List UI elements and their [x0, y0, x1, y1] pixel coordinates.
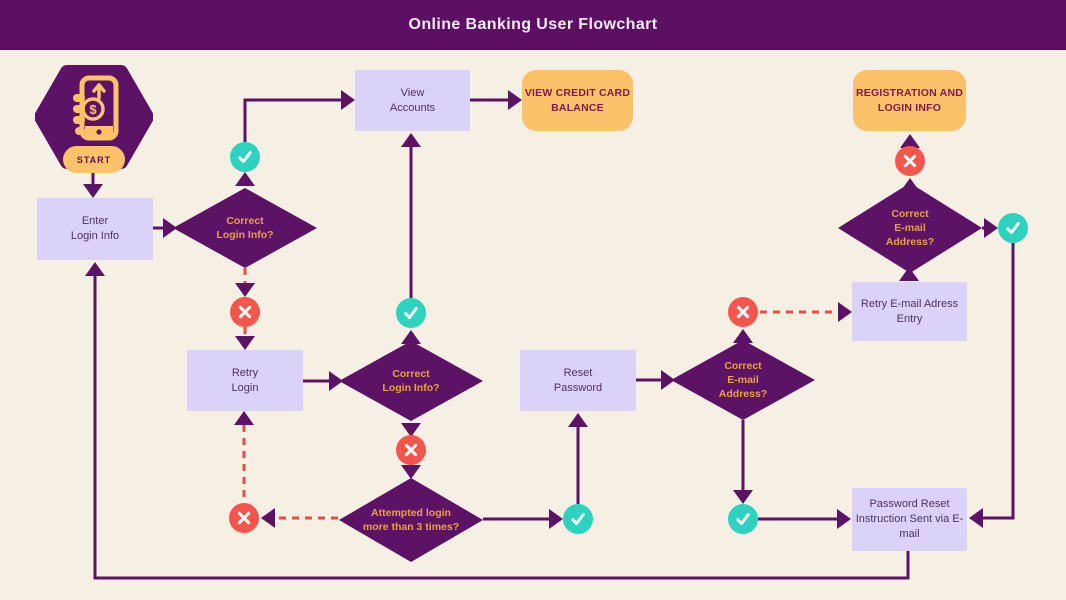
start-label: START	[76, 154, 112, 165]
node-label: Correct E-mail Address?	[885, 207, 935, 249]
svg-text:$: $	[89, 102, 97, 117]
connector-feedback-loop	[93, 274, 910, 580]
start-badge: START	[63, 146, 125, 173]
cross-icon	[903, 154, 917, 168]
arrowhead-into-enter-login-bottom	[85, 262, 105, 276]
yes-marker-decision2	[396, 298, 426, 328]
check-icon	[238, 151, 252, 163]
arrowhead-into-view-accounts-bottom	[401, 133, 421, 147]
node-registration-and-login-info: REGISTRATION AND LOGIN INFO	[853, 70, 966, 131]
arrowhead-into-cross3	[261, 508, 275, 528]
yes-marker-decision5	[998, 213, 1028, 243]
arrowhead-into-check5	[984, 218, 998, 238]
node-label: Retry Login	[231, 366, 259, 394]
arrowhead-into-check3	[549, 509, 563, 529]
arrowhead-into-decision3-top	[401, 465, 421, 479]
node-view-accounts: View Accounts	[355, 70, 470, 131]
node-label: View Accounts	[389, 86, 436, 114]
arrowhead-into-retry-login-top	[235, 336, 255, 350]
node-label: Attempted login more than 3 times?	[362, 506, 460, 533]
header-bar: Online Banking User Flowchart	[0, 0, 1066, 50]
decision-attempted-login-3-times: Attempted login more than 3 times?	[339, 478, 483, 562]
node-label: Password Reset Instruction Sent via E- m…	[855, 498, 964, 540]
check-icon	[571, 513, 585, 525]
node-enter-login-info: Enter Login Info	[37, 198, 153, 260]
arrowhead-into-cross1	[235, 283, 255, 297]
arrowhead-into-password-sent-left	[837, 509, 851, 529]
node-label: Correct Login Info?	[216, 214, 274, 241]
decision-correct-email-address-2: Correct E-mail Address?	[838, 183, 982, 273]
node-retry-login: Retry Login	[187, 350, 303, 411]
node-retry-email-address-entry: Retry E-mail Adress Entry	[852, 282, 967, 341]
arrowhead-into-check4	[733, 490, 753, 504]
yes-marker-decision4	[728, 504, 758, 534]
decision-correct-login-info-1: Correct Login Info?	[173, 188, 317, 268]
node-label: REGISTRATION AND LOGIN INFO	[855, 87, 964, 114]
check-icon	[1006, 222, 1020, 234]
node-view-credit-card-balance: VIEW CREDIT CARD BALANCE	[522, 70, 633, 131]
cross-icon	[238, 305, 252, 319]
arrowhead-into-password-sent-right	[969, 508, 983, 528]
cross-icon	[404, 443, 418, 457]
cross-icon	[736, 305, 750, 319]
node-reset-password: Reset Password	[520, 350, 636, 411]
connector-check1-to-view-accounts	[243, 98, 342, 142]
arrowhead-into-credit-card	[508, 90, 522, 110]
node-label: Correct E-mail Address?	[718, 359, 768, 401]
arrowhead-into-reset-password-bottom	[568, 413, 588, 427]
node-password-reset-instruction-sent: Password Reset Instruction Sent via E- m…	[852, 488, 967, 551]
arrowhead-into-retry-login-bottom	[234, 411, 254, 425]
arrowhead-decision1-yes-up	[235, 172, 255, 186]
connector-check5-to-password-sent	[982, 243, 1015, 520]
no-marker-decision2	[396, 435, 426, 465]
node-label: Correct Login Info?	[382, 367, 440, 394]
node-label: Reset Password	[553, 366, 603, 394]
arrowhead-into-view-accounts-left	[341, 90, 355, 110]
no-marker-decision3	[229, 503, 259, 533]
arrowhead-into-retry-email	[838, 302, 852, 322]
no-marker-decision4	[728, 297, 758, 327]
decision-correct-email-address-1: Correct E-mail Address?	[671, 340, 815, 420]
node-label: VIEW CREDIT CARD BALANCE	[524, 87, 631, 114]
yes-marker-decision3	[563, 504, 593, 534]
cross-icon	[237, 511, 251, 525]
page-title: Online Banking User Flowchart	[408, 16, 658, 33]
mobile-banking-icon: $	[73, 75, 119, 141]
node-label: Retry E-mail Adress Entry	[860, 297, 959, 325]
no-marker-decision1	[230, 297, 260, 327]
node-label: Enter Login Info	[70, 215, 120, 242]
arrowhead-into-enter-login-top	[83, 184, 103, 198]
no-marker-decision5	[895, 146, 925, 176]
check-icon	[404, 307, 418, 319]
check-icon	[736, 513, 750, 525]
yes-marker-decision1	[230, 142, 260, 172]
decision-correct-login-info-2: Correct Login Info?	[339, 341, 483, 421]
